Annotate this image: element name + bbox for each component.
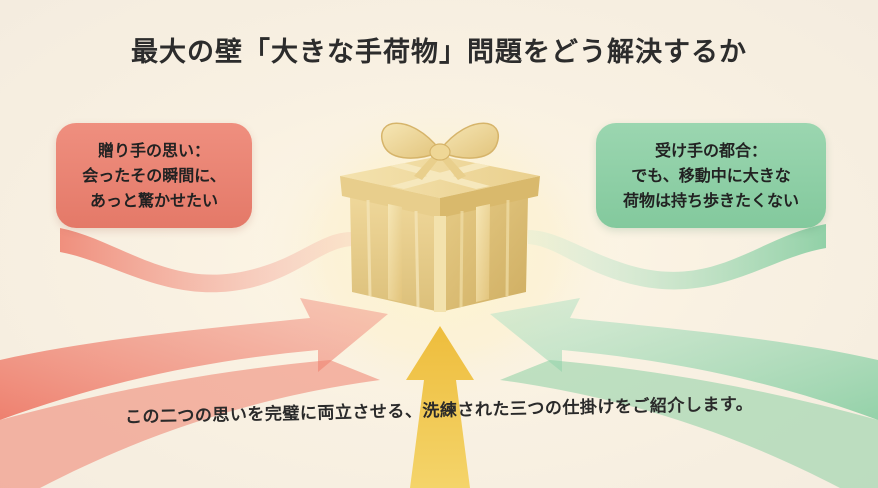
receiver-arrow — [490, 298, 878, 420]
giver-line-2: 会ったその瞬間に、 — [82, 166, 226, 185]
giver-thought-bubble: 贈り手の思い： 会ったその瞬間に、 あっと驚かせたい — [56, 123, 252, 228]
giver-line-1: 贈り手の思い： — [97, 141, 210, 160]
giver-arrow-lower — [0, 360, 380, 488]
giver-line-3: あっと驚かせたい — [89, 191, 218, 210]
giver-arrow — [0, 298, 388, 420]
center-arrow — [406, 326, 474, 488]
receiver-arrow-lower — [500, 360, 878, 488]
receiver-line-1: 受け手の都合： — [654, 141, 767, 160]
receiver-connector-tail — [528, 224, 826, 290]
receiver-thought-bubble: 受け手の都合： でも、移動中に大きな 荷物は持ち歩きたくない — [596, 123, 826, 228]
receiver-line-2: でも、移動中に大きな — [631, 166, 791, 185]
gift-box-icon — [340, 122, 540, 312]
receiver-line-3: 荷物は持ち歩きたくない — [622, 191, 799, 210]
giver-connector-tail — [60, 228, 352, 293]
page-title: 最大の壁「大きな手荷物」問題をどう解決するか — [131, 37, 747, 68]
